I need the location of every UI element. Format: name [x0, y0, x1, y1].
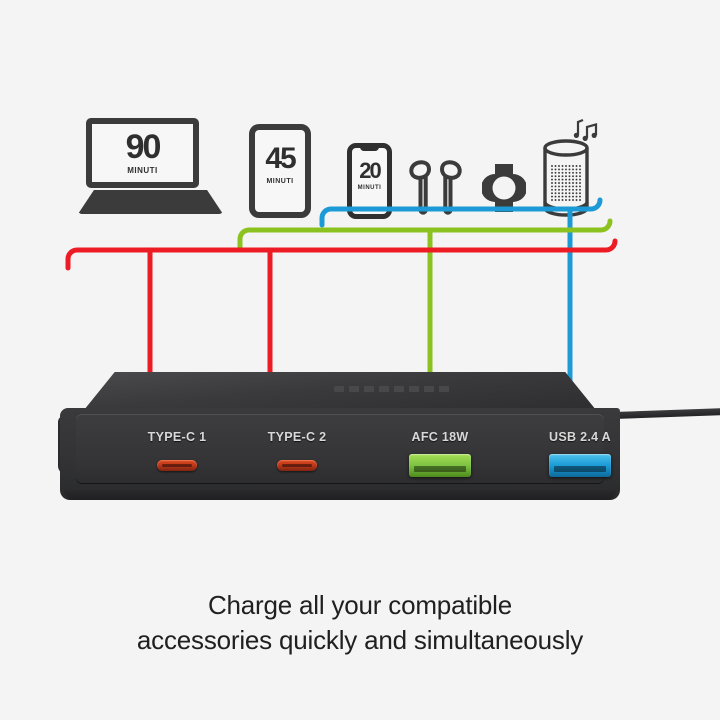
caption-line-2: accessories quickly and simultaneously — [136, 624, 584, 655]
tablet-icon: 45 MINUTI — [249, 124, 311, 218]
charger-top-surface — [84, 372, 596, 410]
multi-port-charger: TYPE-C 1 TYPE-C 2 AFC 18W USB 2.4 A — [58, 372, 720, 507]
phone-charge-minutes: 20 — [359, 158, 381, 183]
charger-port-panel — [76, 414, 604, 484]
smartwatch-icon — [482, 164, 526, 212]
charger-front-face: TYPE-C 1 TYPE-C 2 AFC 18W USB 2.4 A — [60, 408, 620, 500]
port-type-c-1 — [157, 460, 197, 471]
port-afc-18w — [409, 454, 471, 477]
caption-line-1: Charge all your compatible — [207, 590, 513, 620]
laptop-charge-minutes: 90 — [125, 128, 162, 166]
laptop-base — [78, 190, 223, 214]
phone-notch — [360, 146, 379, 151]
port-label-type-c-2: TYPE-C 2 — [267, 430, 327, 444]
port-label-type-c-1: TYPE-C 1 — [147, 430, 207, 444]
laptop-icon: 90 MINUTI — [78, 118, 223, 218]
port-usb-2-4-a — [549, 454, 611, 477]
caption: Charge all your compatible accessories q… — [0, 588, 720, 657]
port-type-c-2 — [277, 460, 317, 471]
laptop-screen — [86, 118, 199, 188]
tablet-body — [249, 124, 311, 218]
device-icon-row: 90 MINUTI 45 MINUTI 20 MINUTI — [0, 0, 720, 240]
charger-brand-mark — [334, 386, 454, 392]
port-label-usb-2-4-a: USB 2.4 A — [549, 430, 611, 444]
tablet-minutes-unit: MINUTI — [266, 178, 294, 185]
tablet-charge-minutes: 45 — [265, 142, 296, 175]
charger-bottom-lip — [64, 490, 616, 500]
smartphone-icon: 20 MINUTI — [347, 143, 392, 219]
phone-minutes-unit: MINUTI — [357, 185, 382, 191]
laptop-minutes-unit: MINUTI — [127, 166, 158, 175]
phone-body — [347, 143, 392, 219]
port-label-afc-18w: AFC 18W — [411, 430, 469, 444]
